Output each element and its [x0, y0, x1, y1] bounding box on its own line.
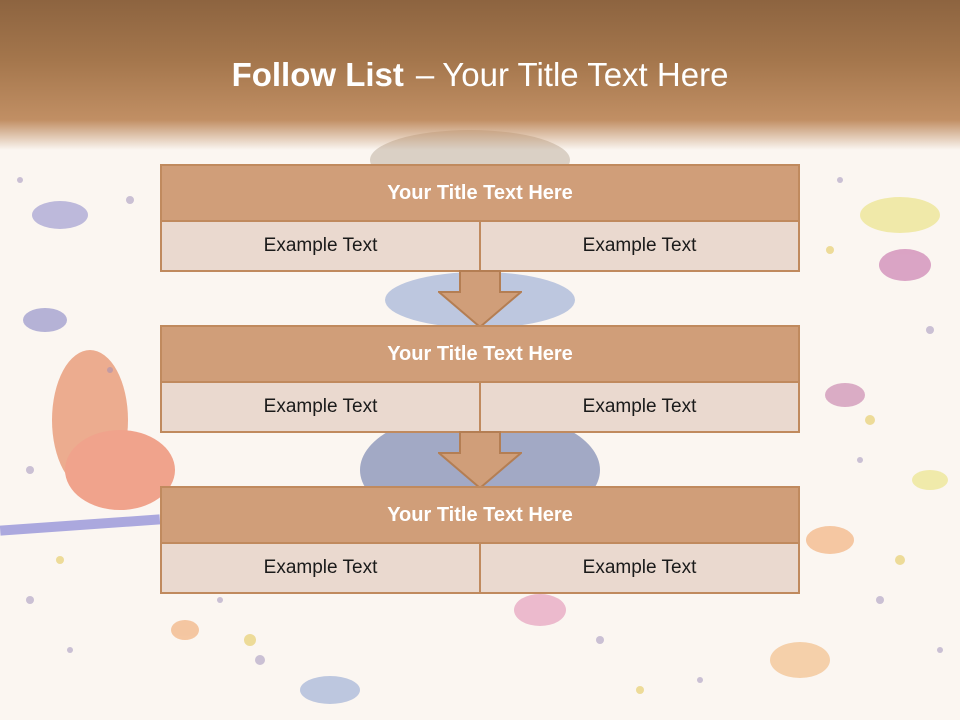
block-heading: Your Title Text Here: [162, 327, 798, 383]
block-heading: Your Title Text Here: [162, 166, 798, 222]
block-cell-left: Example Text: [263, 557, 378, 578]
title-rest: Your Title Text Here: [442, 56, 729, 93]
list-block-1: Your Title Text Here Example Text Exampl…: [160, 164, 800, 272]
block-cell-left: Example Text: [263, 235, 378, 256]
title-bold: Follow List: [231, 56, 404, 93]
title-separator: –: [415, 56, 435, 93]
title-bar: [0, 0, 960, 150]
down-arrow-icon: [438, 431, 522, 489]
page-title: Follow List–Your Title Text Here: [0, 56, 960, 94]
list-block-2: Your Title Text Here Example Text Exampl…: [160, 325, 800, 433]
list-block-3: Your Title Text Here Example Text Exampl…: [160, 486, 800, 594]
block-cell-right: Example Text: [479, 222, 798, 270]
block-cell-right: Example Text: [479, 544, 798, 592]
block-heading: Your Title Text Here: [162, 488, 798, 544]
down-arrow-icon: [438, 270, 522, 328]
block-cell-left: Example Text: [263, 396, 378, 417]
block-cell-right: Example Text: [479, 383, 798, 431]
